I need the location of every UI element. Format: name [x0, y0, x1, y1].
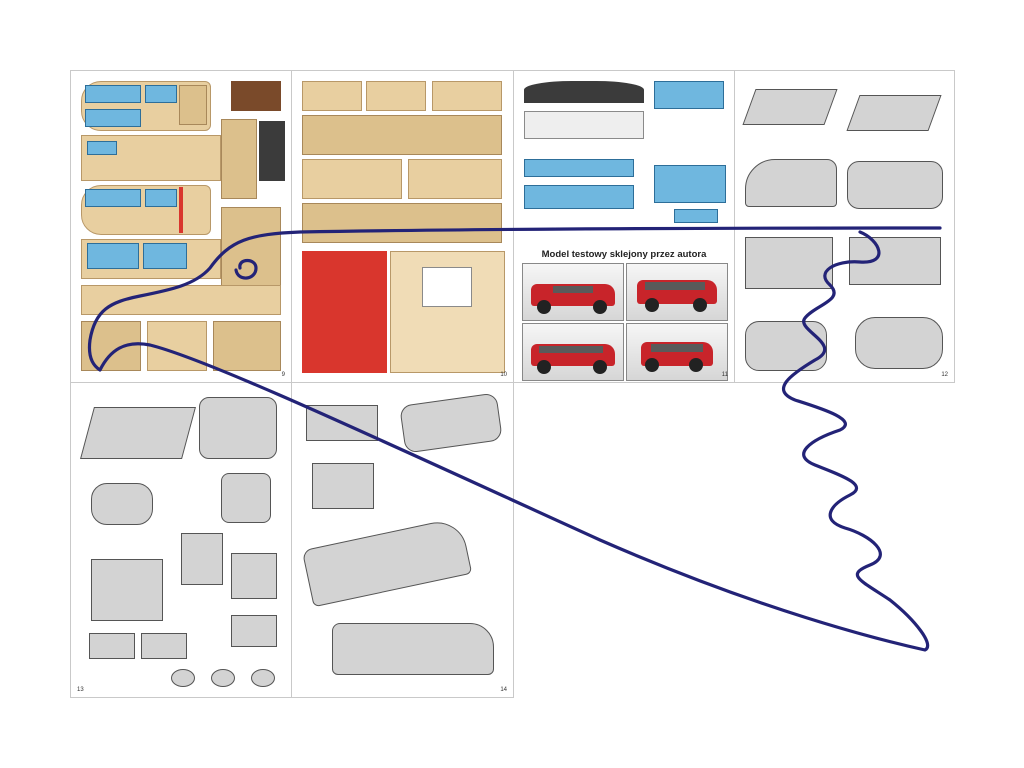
window-part [87, 141, 117, 155]
window-part [145, 85, 177, 103]
assembly-diagram [745, 237, 833, 289]
part [524, 111, 644, 139]
scribble-loop [234, 258, 258, 280]
part [179, 85, 207, 125]
part [213, 321, 281, 371]
assembly-diagram [141, 633, 187, 659]
assembly-diagram [199, 397, 277, 459]
part [302, 81, 362, 111]
page-number: 12 [941, 372, 948, 378]
wheel-diagram [211, 669, 235, 687]
page-number: 11 [721, 372, 728, 378]
part [422, 267, 472, 307]
part [179, 187, 183, 233]
assembly-diagram [745, 159, 837, 207]
page-10-parts: 10 [291, 70, 514, 383]
assembly-diagram [91, 559, 163, 621]
red-body-panel [302, 251, 387, 373]
window-part [524, 185, 634, 209]
assembly-diagram [847, 161, 943, 209]
assembly-diagram [231, 553, 277, 599]
part [524, 81, 644, 103]
scribble-stroke [87, 226, 942, 652]
window-part [85, 85, 141, 103]
car-body-diagram [332, 623, 494, 675]
windshield-part [654, 81, 724, 109]
part [221, 207, 281, 297]
assembly-diagram [181, 533, 223, 585]
window-part [143, 243, 187, 269]
page-number: 13 [77, 687, 84, 693]
part [302, 159, 402, 199]
assembly-diagram [89, 633, 135, 659]
page-number: 9 [281, 372, 285, 378]
part [302, 115, 502, 155]
page-14-assembly: 14 [291, 382, 514, 698]
part [432, 81, 502, 111]
assembly-diagram [91, 483, 153, 525]
part [366, 81, 426, 111]
red-wagon-photo [626, 263, 728, 321]
wheel-diagram [171, 669, 195, 687]
wheel-diagram [251, 669, 275, 687]
window-part [85, 109, 141, 127]
window-part [654, 165, 726, 203]
part [302, 203, 502, 243]
window-part [85, 189, 141, 207]
window-part [145, 189, 177, 207]
red-wagon-photo [626, 323, 728, 381]
page-11-windows-photos: Model testowy sklejony przez autora 11 [513, 70, 735, 383]
assembly-diagram [855, 317, 943, 369]
assembly-diagram [221, 473, 271, 523]
window-part [87, 243, 139, 269]
photo-panel-heading: Model testowy sklejony przez autora [541, 249, 707, 260]
part [259, 121, 285, 181]
assembly-diagram [231, 615, 277, 647]
part [408, 159, 502, 199]
page-number: 14 [500, 687, 507, 693]
page-9-parts: 9 [70, 70, 292, 383]
part [221, 119, 257, 199]
window-part [524, 159, 634, 177]
part [231, 81, 281, 111]
part [81, 285, 281, 315]
red-wagon-photo [522, 263, 624, 321]
page-13-assembly: 13 [70, 382, 292, 698]
window-part [674, 209, 718, 223]
red-wagon-photo [522, 323, 624, 381]
assembly-diagram [312, 463, 374, 509]
page-number: 10 [500, 372, 507, 378]
